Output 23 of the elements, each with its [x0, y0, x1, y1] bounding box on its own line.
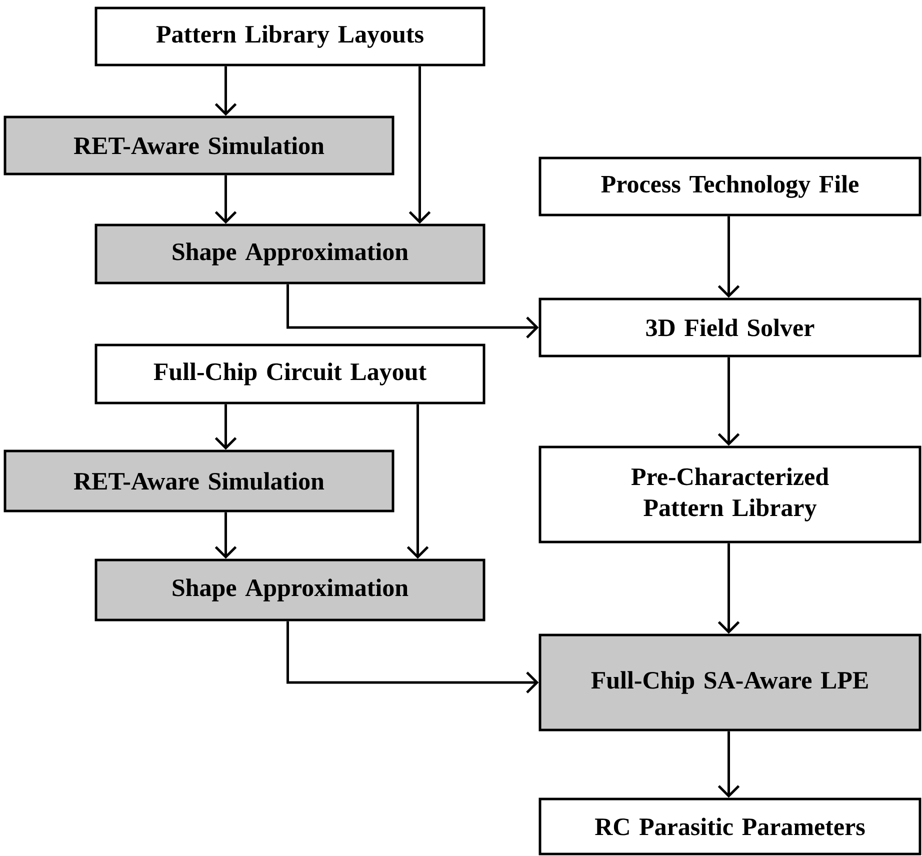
arrow: [214, 66, 237, 116]
process-box: RET-Aware Simulation: [4, 450, 394, 512]
arrow: [214, 175, 237, 224]
process-box: Shape Approximation: [94, 224, 486, 284]
process-box: Pattern Library Layouts: [94, 6, 486, 66]
arrow: [406, 404, 429, 559]
process-box: Shape Approximation: [94, 558, 486, 622]
process-box: 3D Field Solver: [538, 298, 922, 358]
process-box: Pre-Characterized Pattern Library: [538, 446, 922, 544]
arrow: [286, 284, 539, 338]
process-box: RET-Aware Simulation: [4, 116, 394, 176]
arrow: [214, 404, 237, 450]
arrow: [214, 512, 237, 559]
arrow: [286, 621, 539, 694]
arrow: [718, 731, 740, 798]
arrow: [718, 216, 740, 298]
process-box: Full-Chip SA-Aware LPE: [538, 634, 922, 732]
process-box: RC Parasitic Parameters: [538, 798, 922, 856]
arrow: [718, 543, 740, 634]
process-box: Full-Chip Circuit Layout: [94, 344, 486, 404]
arrow: [718, 357, 740, 446]
arrow: [408, 66, 431, 224]
process-box: Process Technology File: [538, 156, 922, 216]
